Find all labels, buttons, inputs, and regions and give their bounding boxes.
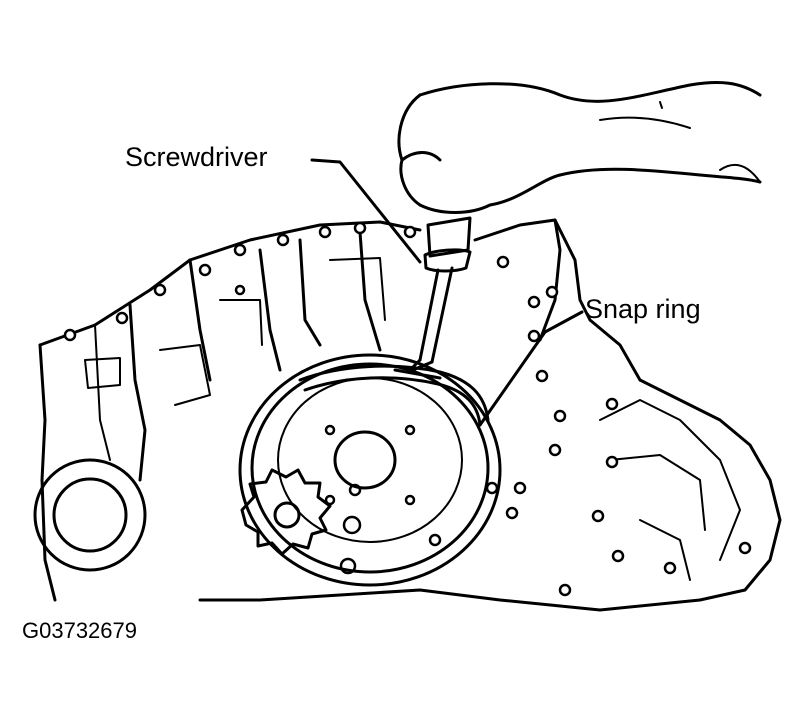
drum-assembly	[238, 353, 502, 587]
snap-ring-illustration	[298, 364, 490, 427]
figure-id-label: G03732679	[22, 618, 137, 643]
snap-ring-label: Snap ring	[585, 294, 701, 324]
transmission-case	[38, 218, 782, 612]
screwdriver-label: Screwdriver	[125, 142, 268, 172]
bolt-holes	[63, 221, 752, 597]
left-bore	[33, 458, 147, 572]
hand-illustration	[397, 80, 762, 214]
screwdriver-leader-line	[310, 158, 422, 264]
gear-illustration	[240, 468, 332, 556]
screwdriver-illustration	[406, 216, 472, 374]
snap-ring-leader-line	[478, 310, 584, 427]
